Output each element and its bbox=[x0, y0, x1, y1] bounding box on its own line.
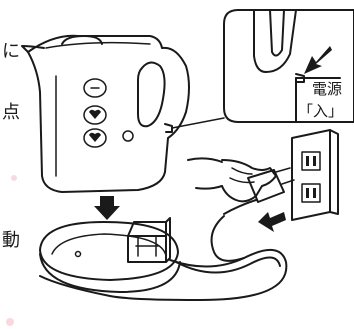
base-top bbox=[40, 222, 178, 280]
cord-line bbox=[40, 250, 286, 300]
down-arrow-icon bbox=[94, 196, 120, 220]
right-arrow-icon bbox=[258, 212, 286, 232]
callout-label-line1: 電源 bbox=[312, 80, 342, 98]
sleeve bbox=[188, 158, 222, 162]
callout: 電源 「入」 bbox=[172, 10, 354, 128]
hand-with-plug bbox=[188, 158, 294, 214]
callout-arrow-icon bbox=[304, 46, 332, 74]
outlet-plate bbox=[292, 130, 330, 220]
kettle-controls bbox=[84, 79, 106, 147]
wall-outlet bbox=[292, 130, 338, 220]
callout-leader bbox=[172, 118, 224, 128]
margin-text-2: 点 bbox=[2, 102, 20, 123]
kettle bbox=[22, 36, 189, 192]
kettle-body bbox=[28, 36, 189, 192]
power-switch bbox=[123, 131, 133, 141]
power-base bbox=[40, 196, 180, 292]
base-center-dot bbox=[76, 252, 81, 257]
margin-text-3: 動 bbox=[2, 230, 20, 251]
callout-handle-inner bbox=[270, 10, 284, 56]
outlet-socket-top bbox=[302, 152, 320, 170]
callout-handle-outer bbox=[254, 10, 296, 72]
kettle-handle-window bbox=[138, 62, 165, 126]
base-rim bbox=[52, 234, 166, 256]
outlet-socket-bottom bbox=[302, 184, 320, 202]
margin-text-1: に bbox=[2, 41, 20, 62]
callout-label-line2: 「入」 bbox=[298, 102, 343, 120]
